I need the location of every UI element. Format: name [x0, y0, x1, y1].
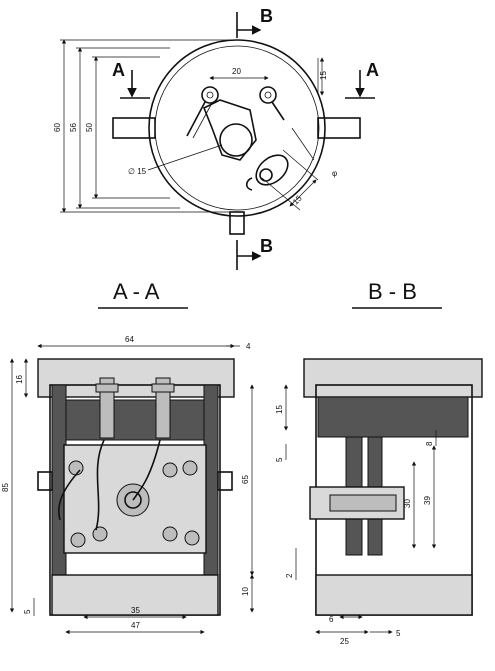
section-aa: 64 4 16 85 65 10 5 35 47 [1, 335, 255, 635]
svg-text:65: 65 [241, 475, 250, 484]
svg-text:60: 60 [53, 123, 62, 132]
section-mark-b-bottom: B [260, 236, 273, 256]
svg-text:25: 25 [340, 637, 349, 646]
svg-text:2: 2 [285, 573, 294, 578]
svg-text:85: 85 [1, 483, 10, 492]
title-bb: B - B [368, 279, 417, 304]
svg-text:4: 4 [246, 342, 251, 351]
right-rod [317, 117, 361, 139]
lamp-holder [255, 154, 289, 186]
aa-top-cap [37, 358, 235, 398]
svg-text:39: 39 [423, 496, 432, 505]
bb-base [315, 574, 473, 616]
section-bb: 15 8 5 30 39 2 6 25 5 [275, 358, 483, 646]
svg-text:50: 50 [85, 123, 94, 132]
svg-text:56: 56 [69, 123, 78, 132]
aa-base [51, 574, 219, 616]
contact-right [259, 86, 277, 104]
svg-text:10: 10 [241, 587, 250, 596]
svg-text:8: 8 [425, 441, 434, 446]
svg-text:16: 16 [15, 375, 24, 384]
contact-left [201, 86, 219, 104]
svg-text:6: 6 [329, 615, 334, 624]
svg-text:φ: φ [332, 169, 337, 178]
svg-text:15: 15 [319, 71, 328, 80]
svg-text:35: 35 [131, 606, 140, 615]
section-mark-b-top: B [260, 6, 273, 26]
section-mark-a-right: A [366, 60, 379, 80]
svg-text:47: 47 [131, 621, 140, 630]
section-mark-a-left: A [112, 60, 125, 80]
svg-text:20: 20 [232, 67, 241, 76]
svg-text:30: 30 [403, 499, 412, 508]
svg-text:∅ 15: ∅ 15 [128, 167, 147, 176]
svg-text:5: 5 [275, 457, 284, 462]
top-view: 20 15 ∅ 15 15 φ 60 56 50 B B [53, 6, 379, 270]
svg-text:64: 64 [125, 335, 134, 344]
title-aa: A - A [113, 279, 160, 304]
bb-top-cap [303, 358, 483, 398]
svg-text:5: 5 [396, 629, 401, 638]
svg-text:5: 5 [23, 609, 32, 614]
svg-text:15: 15 [275, 405, 284, 414]
